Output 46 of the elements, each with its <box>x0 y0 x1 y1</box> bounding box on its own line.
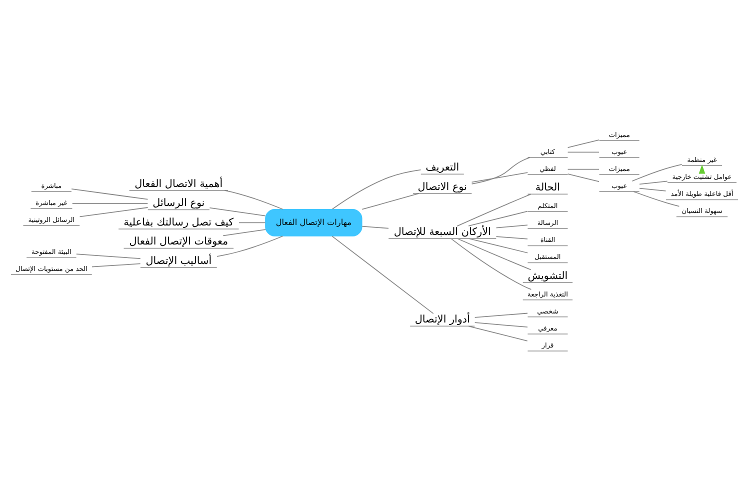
connector <box>457 238 532 270</box>
node-text: معوقات الإتصال الفعال <box>129 235 228 248</box>
connector <box>71 188 148 200</box>
connector <box>450 238 532 290</box>
connector <box>633 190 680 206</box>
connector <box>496 236 528 239</box>
node-text: الحالة <box>535 181 560 194</box>
connector <box>222 228 266 236</box>
connector <box>468 325 528 341</box>
connector <box>332 168 422 210</box>
node-text: الأركان السبعة للإتصال <box>394 226 491 238</box>
connector <box>238 222 266 223</box>
connector <box>567 168 600 170</box>
connector <box>209 206 266 216</box>
connector <box>567 151 600 152</box>
connector <box>468 210 528 226</box>
connector <box>639 180 668 184</box>
connector <box>639 187 666 191</box>
connector <box>496 224 528 228</box>
node-text: نوع الاتصال <box>418 180 467 192</box>
connector <box>567 173 600 182</box>
connector <box>567 138 600 148</box>
connector <box>632 163 682 182</box>
node-text: التعريف <box>426 161 460 174</box>
node-text: نوع الرسائل <box>152 196 205 209</box>
node-text: كيف تصل رسالتك بفاعلية <box>124 216 234 228</box>
connector <box>92 262 141 267</box>
node-box: مهارات الإتصال الفعال <box>265 208 362 236</box>
node-text: أدوار الإتصال <box>414 313 470 326</box>
connector <box>76 253 141 259</box>
node-text: التشويش <box>528 269 568 282</box>
node-text: أساليب الإتصال <box>146 254 212 267</box>
connector <box>216 235 284 256</box>
connector <box>474 322 528 328</box>
connector <box>474 312 528 318</box>
connector <box>456 193 532 226</box>
connector <box>79 206 148 217</box>
node-text: أهمية الاتصال الفعال <box>134 177 223 190</box>
connector <box>224 190 284 210</box>
connector <box>471 156 530 184</box>
connector <box>471 172 528 182</box>
connector <box>332 235 434 314</box>
connector <box>468 238 528 253</box>
connector <box>362 192 420 210</box>
connector <box>72 202 148 204</box>
connector <box>362 225 389 228</box>
